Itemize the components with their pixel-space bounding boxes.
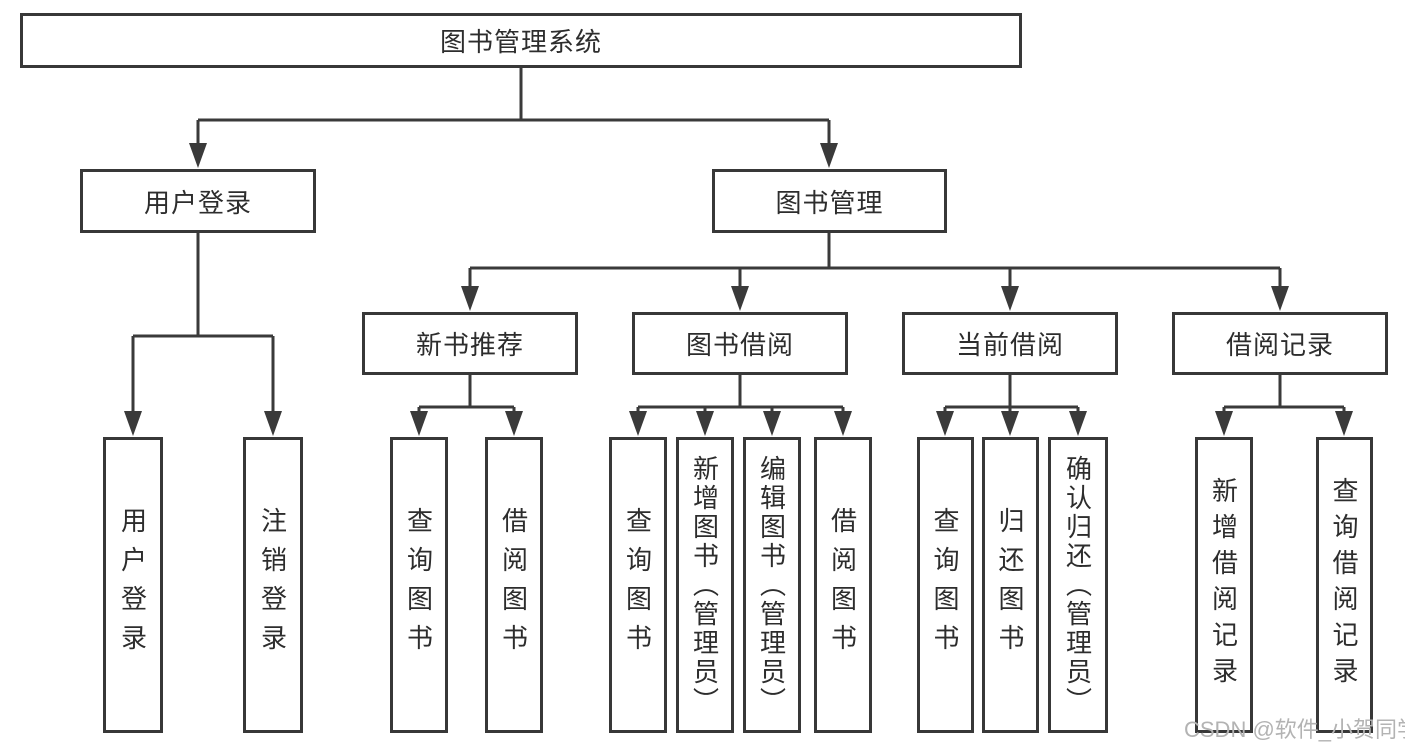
leaf-label: 查询图书	[403, 507, 434, 663]
node-book-borrow: 图书借阅	[632, 312, 848, 375]
leaf-logout-login: 注销登录	[243, 437, 303, 733]
leaf-confirm-return-admin: 确认归还（管理员）	[1048, 437, 1108, 733]
csdn-watermark: CSDN @软件_小贺同学	[1184, 717, 1405, 742]
node-new-book-recommend: 新书推荐	[362, 312, 578, 375]
leaf-add-borrow-record: 新增借阅记录	[1195, 437, 1253, 733]
node-label: 用户登录	[143, 187, 252, 218]
node-user-login: 用户登录	[80, 169, 316, 233]
node-label: 图书借阅	[685, 330, 794, 360]
leaf-user-login: 用户登录	[103, 437, 163, 733]
leaf-query-book: 查询图书	[917, 437, 974, 733]
leaf-label: 编辑图书（管理员）	[756, 454, 787, 716]
leaf-label: 查询图书	[930, 507, 960, 663]
leaf-label: 借阅图书	[498, 507, 529, 663]
node-label: 当前借阅	[955, 330, 1064, 360]
leaf-label: 注销登录	[257, 507, 288, 663]
leaf-label: 归还图书	[995, 507, 1025, 663]
leaf-label: 新增图书（管理员）	[689, 454, 720, 716]
node-book-management: 图书管理	[712, 169, 947, 233]
leaf-label: 查询借阅记录	[1329, 477, 1359, 693]
leaf-label: 用户登录	[117, 507, 148, 663]
leaf-query-borrow-record: 查询借阅记录	[1316, 437, 1373, 733]
node-library-management-system: 图书管理系统	[20, 13, 1022, 68]
leaf-label: 新增借阅记录	[1208, 477, 1239, 693]
leaf-edit-book-admin: 编辑图书（管理员）	[743, 437, 801, 733]
leaf-label: 借阅图书	[827, 507, 858, 663]
node-label: 借阅记录	[1225, 330, 1334, 360]
leaf-borrow-book: 借阅图书	[485, 437, 543, 733]
node-current-borrow: 当前借阅	[902, 312, 1118, 375]
leaf-label: 查询图书	[622, 507, 653, 663]
node-borrow-record: 借阅记录	[1172, 312, 1388, 375]
node-label: 图书管理	[775, 187, 884, 218]
leaf-add-book-admin: 新增图书（管理员）	[676, 437, 734, 733]
node-label: 新书推荐	[415, 330, 524, 360]
leaf-label: 确认归还（管理员）	[1062, 454, 1093, 716]
leaf-return-book: 归还图书	[982, 437, 1039, 733]
leaf-query-book: 查询图书	[609, 437, 667, 733]
node-label: 图书管理系统	[439, 27, 602, 57]
leaf-query-book: 查询图书	[390, 437, 448, 733]
leaf-borrow-book: 借阅图书	[814, 437, 872, 733]
